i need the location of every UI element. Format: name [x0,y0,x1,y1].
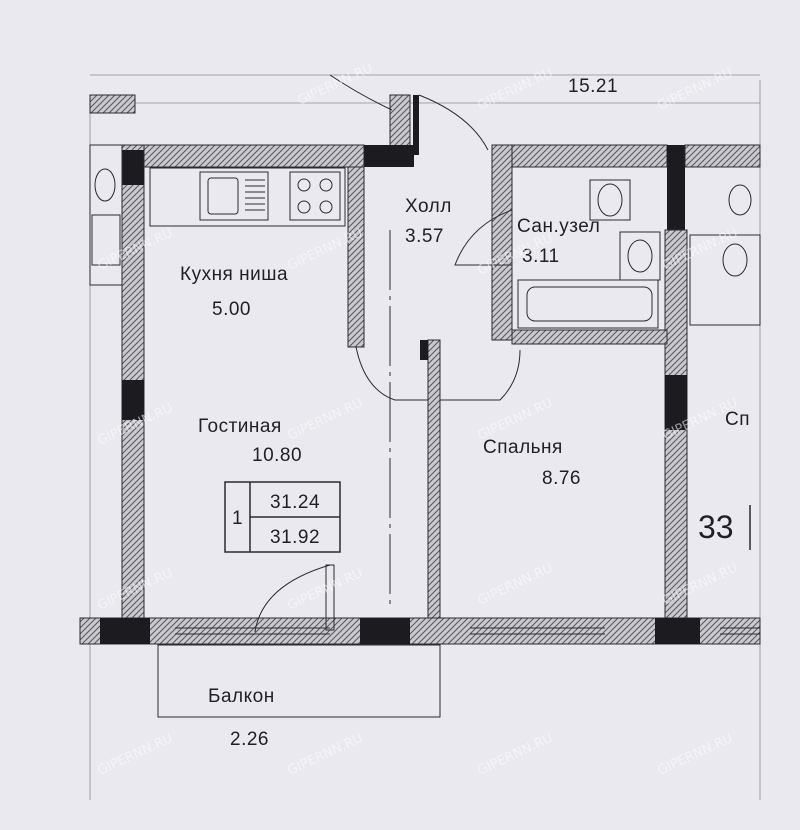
wall-left-block [122,150,144,185]
neighbor-bath-zone [689,234,761,326]
bathtub-inner-icon [526,286,653,322]
washbasin-icon [619,231,661,281]
kitchen-area: 5.00 [212,299,251,320]
drainer-icon [245,179,265,211]
kitchen-counter [149,167,346,227]
wall-bottom-block-3 [655,618,700,644]
balcony-outline [157,644,441,718]
watermark: GIPERNN.RU [655,66,735,114]
wall-hall-post [413,95,419,155]
wall-right-block [665,375,687,430]
stove-icon [289,171,341,221]
hall-arc [355,346,521,401]
watermark: GIPERNN.RU [475,66,555,114]
bathroom-name: Сан.узел [517,216,600,237]
windows [175,627,760,635]
bedroom-name: Спальня [483,437,563,458]
living-area-total: 31.24 [270,492,320,513]
balcony-area: 2.26 [230,729,269,750]
apartment-summary: 1 31.24 31.92 [224,481,341,553]
toilet-tank-icon [589,179,631,221]
watermark: GIPERNN.RU [475,561,555,609]
neighbor-apartment-number: 33 [698,509,734,545]
bathtub-icon [517,279,659,329]
rooms-count: 1 [232,508,243,529]
bathroom-area: 3.11 [522,246,560,267]
guide-lines [89,74,761,800]
watermark: GIPERNN.RU [285,396,365,444]
wall-bedroom-post [420,340,428,360]
sink-basin-icon [207,177,239,215]
wall-bottom-block-1 [100,618,150,644]
kitchen-name: Кухня ниша [180,264,288,285]
neighbor-room-label: Сп [725,409,750,430]
entrance-door-swing [418,94,489,151]
left-neighbor-sink-icon [91,214,121,266]
washbasin-bowl-icon [627,239,653,273]
bath-door-swing [454,209,513,266]
wall-top-kitchen [143,144,365,168]
left-neighbor-zone [89,144,123,286]
neighbor-washbasin-icon [722,243,748,277]
wall-left-block-2 [122,380,144,420]
living-name: Гостиная [198,416,282,437]
wall-bedroom-partition [427,339,441,619]
wall-top-kitchen-block [364,145,414,167]
top-area-label: 15.21 [568,76,618,97]
neighbor-toilet-icon [728,184,752,216]
wall-bottom-block-2 [360,618,410,644]
watermark: GIPERNN.RU [285,731,365,779]
hall-area: 3.57 [405,226,444,247]
watermark: GIPERNN.RU [655,731,735,779]
balcony-door-swing [254,564,331,633]
stove-burners-icon [297,178,333,214]
wall-hall-left [347,166,365,348]
sink-icon [199,171,269,221]
wall-bottom [79,617,761,645]
watermark: GIPERNN.RU [95,731,175,779]
wall-right-upper-block [667,145,685,230]
balcony-name: Балкон [208,686,275,707]
wall-bath-bottom [511,329,668,345]
watermark: GIPERNN.RU [295,61,375,109]
left-neighbor-toilet-icon [94,168,116,202]
total-area: 31.92 [270,527,320,548]
wall-top-bath [491,144,668,168]
wall-top-left [89,94,136,114]
wall-top-neighbor [684,144,761,168]
living-area: 10.80 [252,445,302,466]
toilet-icon [597,183,623,217]
wall-bath-left [491,144,513,341]
watermark: GIPERNN.RU [475,731,555,779]
bedroom-area: 8.76 [542,468,581,489]
watermark: GIPERNN.RU [285,566,365,614]
balcony-door-leaf [325,564,335,631]
hall-name: Холл [405,196,452,217]
neighbor-door-swing [329,74,393,111]
